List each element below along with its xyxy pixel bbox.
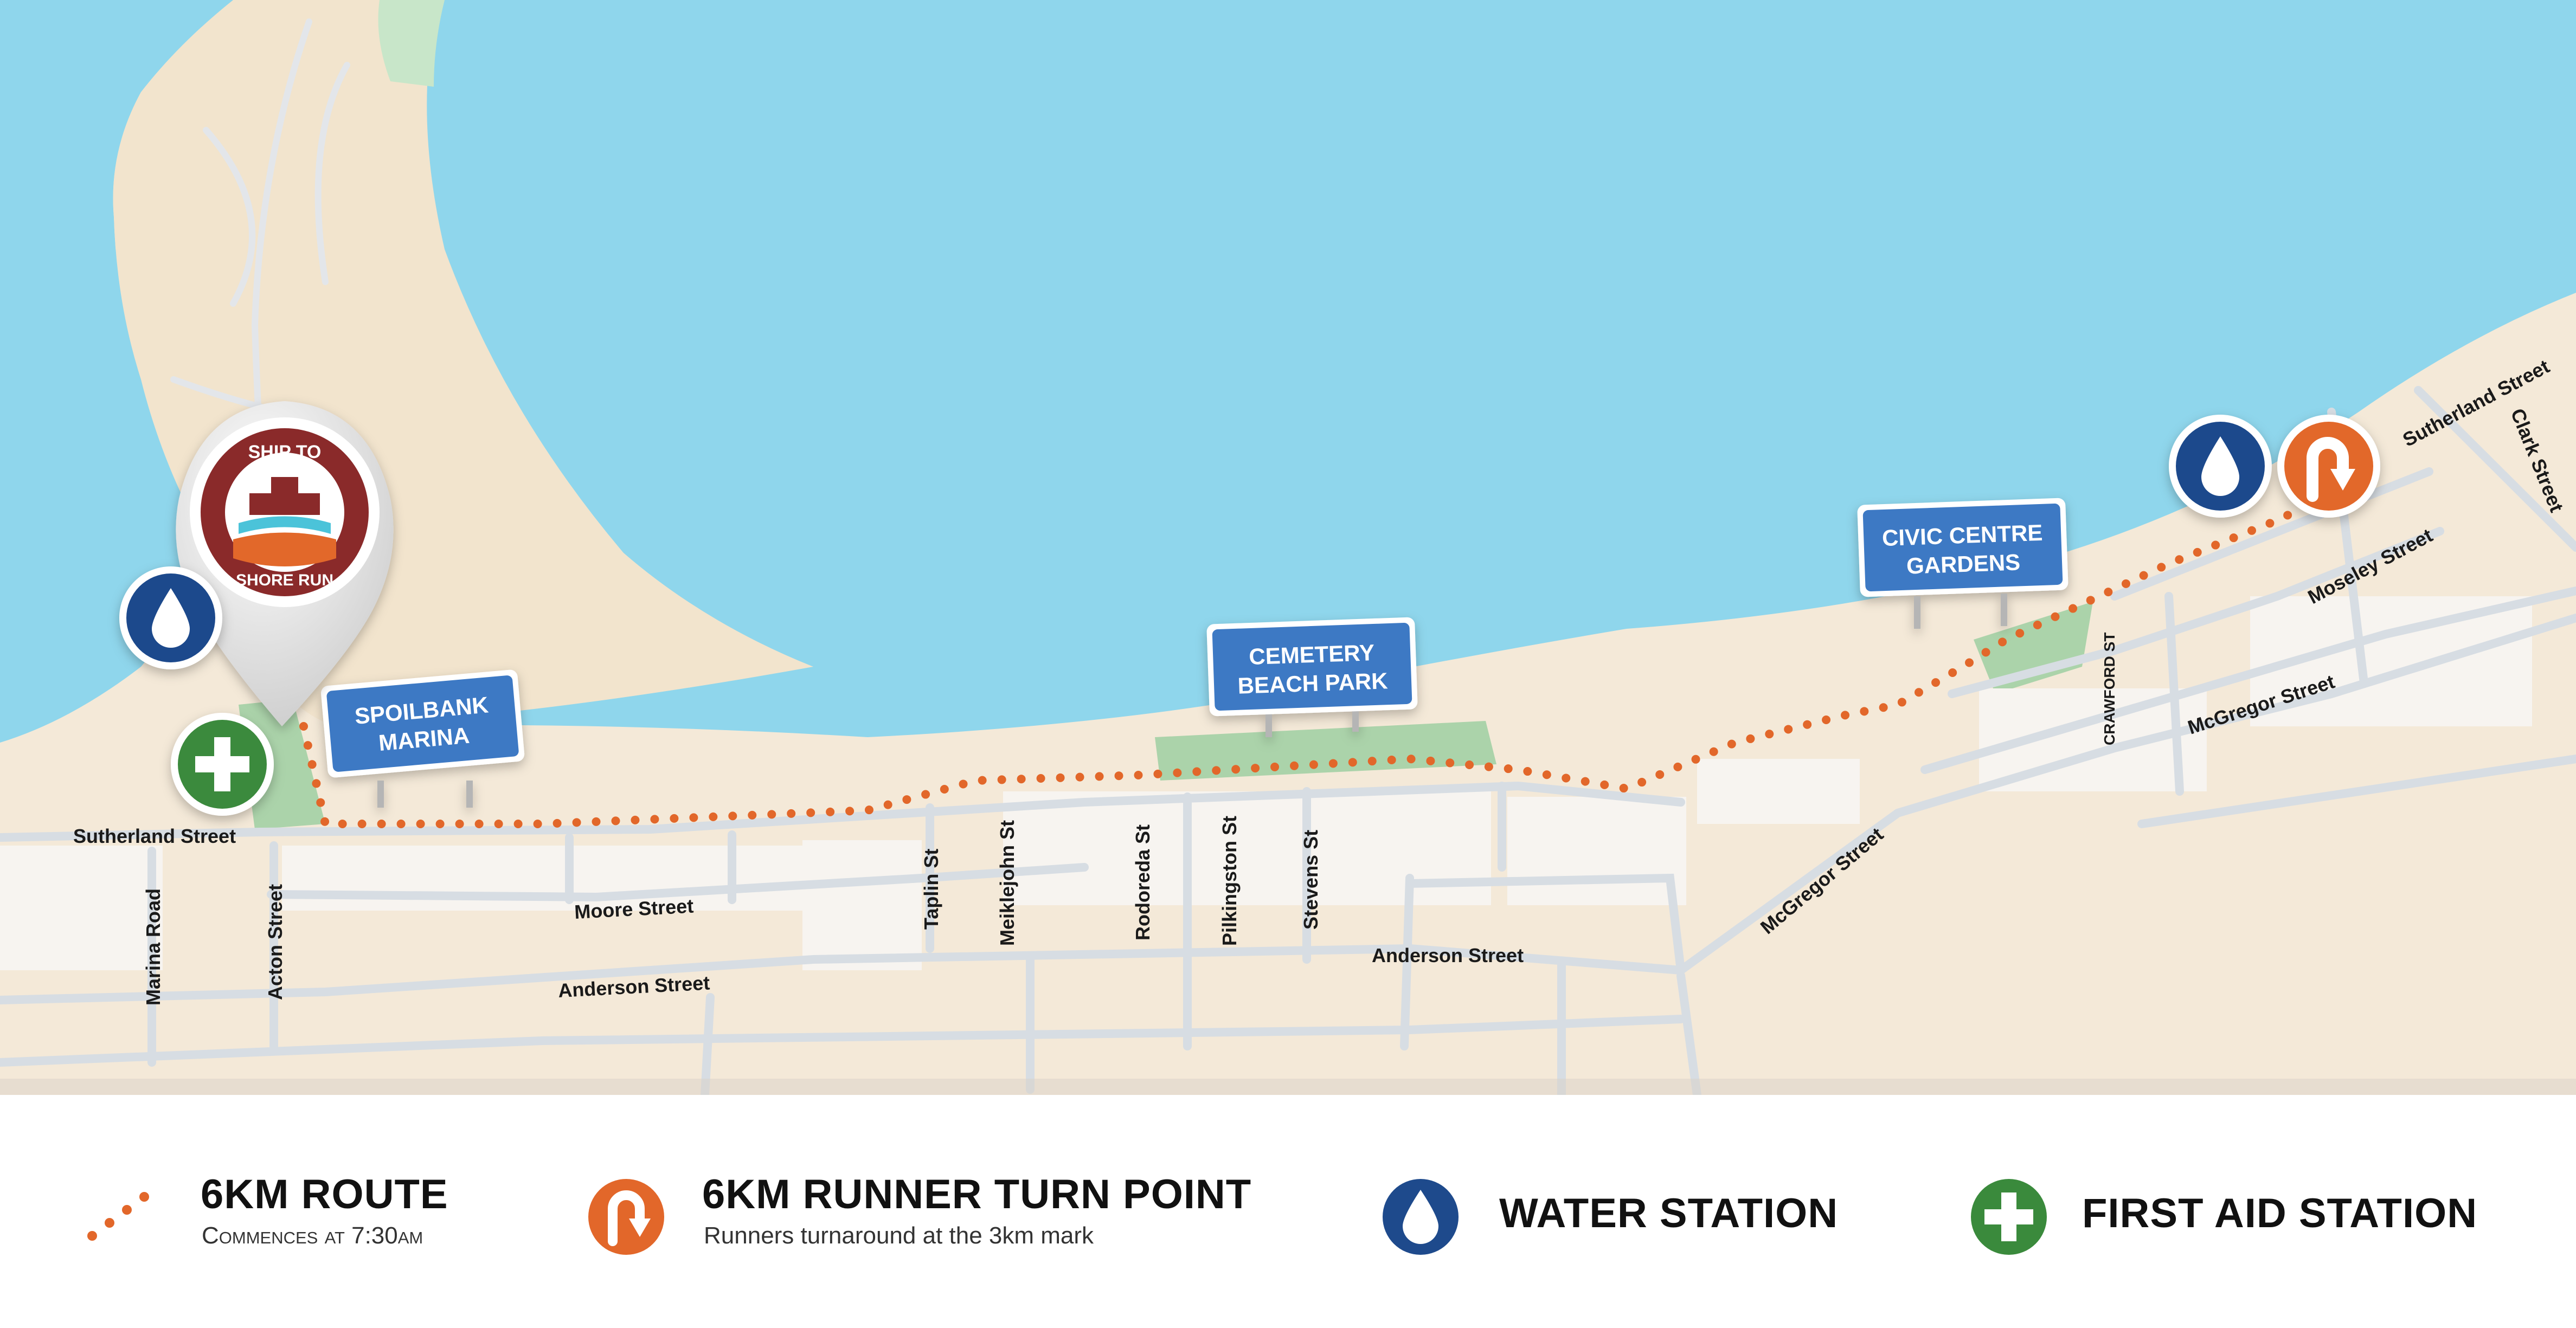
civic-label-line2: GARDENS [1906,549,2021,578]
street-acton: Acton Street [264,884,286,1000]
water-drop-icon [2201,436,2239,496]
water-station-marker-east [2169,415,2272,518]
first-aid-cross-icon [1964,1172,2053,1261]
legend-turn-title: 6KM RUNNER TURN POINT [702,1171,1252,1217]
first-aid-cross-icon [195,737,249,791]
map-legend: 6KM ROUTE Commences at 7:30am 6KM RUNNER… [0,1095,2576,1328]
dotted-route-icon [87,1192,149,1241]
city-blocks [0,596,2532,970]
civic-park [1974,602,2093,694]
street-pilkingston: Pilkingston St [1218,816,1241,946]
logo-text-top: SHIP TO [248,442,322,462]
cemetery-label-line1: CEMETERY [1249,640,1375,669]
legend-turn-subtitle: Runners turnaround at the 3km mark [704,1222,1094,1249]
street-taplin: Taplin St [920,849,942,930]
u-turn-icon [2307,437,2349,502]
run-route [299,489,2336,828]
street-marina-road: Marina Road [142,888,164,1005]
west-water [0,0,233,743]
street-meiklejohn: Meiklejohn St [996,820,1018,946]
water-drop-icon [152,588,190,648]
legend-water-title: WATER STATION [1499,1190,1839,1236]
civic-centre-gardens-sign: CIVIC CENTRE GARDENS [1857,498,2068,629]
street-sutherland-west: Sutherland Street [73,825,236,847]
u-turn-icon [582,1172,671,1261]
street-stevens: Stevens St [1300,830,1322,930]
start-location-pin-icon: SHIP TO SHORE RUN [176,401,394,726]
map-edge [0,1079,2576,1095]
spoilbank-marina-sign: SPOILBANK MARINA [321,669,525,808]
civic-label-line1: CIVIC CENTRE [1881,520,2043,551]
water-station-marker-west [119,566,222,669]
water-drop-icon [1376,1172,1465,1261]
street-network [0,386,2576,1095]
street-rodoreda: Rodoreda St [1132,824,1154,940]
cemetery-beach-park-sign: CEMETERY BEACH PARK [1206,617,1418,737]
first-aid-marker [171,713,274,816]
route-map: SPOILBANK MARINA CEMETERY BEACH PARK CIV… [0,0,2576,1095]
green-area-top [378,0,445,87]
turn-point-marker [2277,415,2380,518]
cemetery-label-line2: BEACH PARK [1237,668,1388,699]
cemetery-park [1155,721,1496,781]
street-crawford: CRAWFORD ST [2101,633,2118,745]
street-anderson-east: Anderson Street [1372,944,1524,966]
legend-aid-title: FIRST AID STATION [2082,1190,2478,1236]
legend-route-title: 6KM ROUTE [201,1171,448,1217]
logo-text-bottom: SHORE RUN [236,571,333,589]
legend-route-subtitle: Commences at 7:30am [202,1222,423,1249]
